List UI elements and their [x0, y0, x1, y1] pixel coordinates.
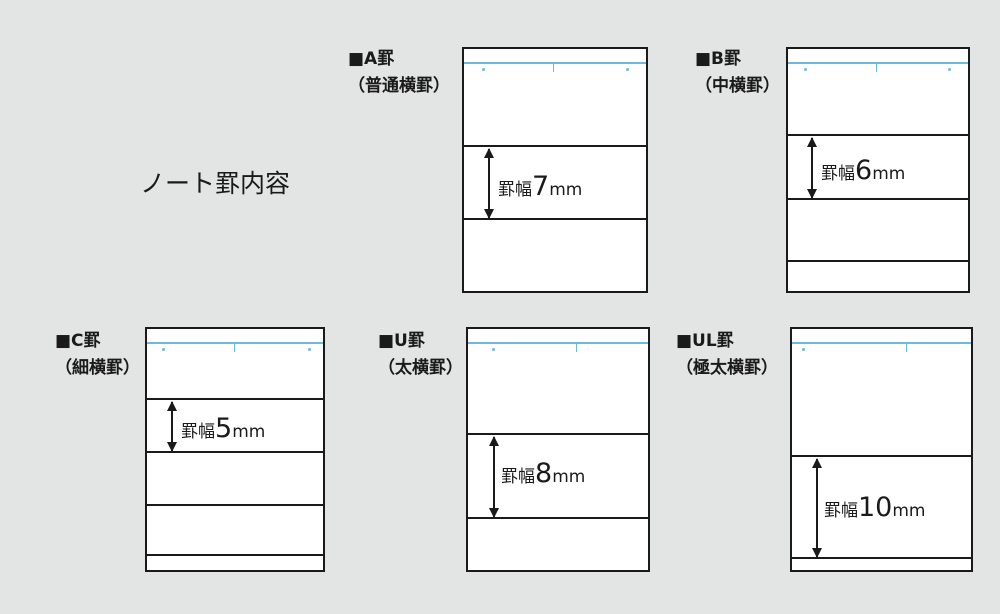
ruling-name: ■C罫 [55, 331, 101, 351]
double-arrow-icon [167, 401, 177, 452]
center-tick [876, 64, 877, 72]
ruled-line [147, 554, 323, 556]
rule-width-value: 7 [532, 171, 550, 202]
ruled-line [464, 145, 646, 147]
dot-mark [492, 348, 495, 351]
double-arrow-icon [489, 436, 499, 518]
rule-width-label: 罫幅10mm [824, 492, 925, 523]
ruling-type-label: ■A罫 （普通横罫） [348, 46, 450, 100]
ruled-line [147, 504, 323, 506]
ruling-type-label: ■UL罫 （極太横罫） [676, 328, 778, 382]
ruled-line [147, 398, 323, 400]
ruling-type-label: ■C罫 （細横罫） [55, 328, 140, 382]
rule-width-value: 8 [535, 458, 553, 489]
ruled-line [788, 198, 968, 200]
rule-width-caption: 罫幅 [824, 501, 858, 521]
header-line [468, 342, 648, 344]
diagram-title: ノート罫内容 [140, 169, 291, 198]
rule-width-label: 罫幅8mm [501, 458, 585, 489]
ruling-name: ■B罫 [695, 49, 742, 69]
ruling-name: ■UL罫 [676, 331, 734, 351]
rule-width-unit: mm [549, 180, 583, 200]
ruling-type-label: ■U罫 （太横罫） [378, 328, 463, 382]
ruled-line [147, 451, 323, 453]
center-tick [553, 64, 554, 72]
rule-width-unit: mm [552, 467, 586, 487]
ruling-description: （細横罫） [55, 358, 140, 378]
notebook-page-sample: 罫幅7mm [462, 47, 648, 293]
notebook-page-sample: 罫幅5mm [145, 327, 325, 572]
rule-width-unit: mm [872, 164, 906, 184]
rule-width-value: 10 [858, 492, 893, 523]
ruling-name: ■A罫 [348, 49, 395, 69]
rule-width-value: 6 [855, 155, 873, 186]
double-arrow-icon [812, 458, 822, 558]
center-tick [906, 344, 907, 352]
ruled-line [464, 218, 646, 220]
rule-width-caption: 罫幅 [821, 164, 855, 184]
rule-width-label: 罫幅7mm [498, 171, 582, 202]
dot-mark [804, 68, 807, 71]
rule-width-unit: mm [892, 501, 926, 521]
ruling-description: （太横罫） [378, 358, 463, 378]
ruled-line [468, 433, 648, 435]
header-line [147, 342, 323, 344]
dot-mark [482, 68, 485, 71]
dot-mark [802, 348, 805, 351]
rule-width-unit: mm [232, 422, 266, 442]
ruled-line [788, 260, 968, 262]
ruled-line [468, 517, 648, 519]
center-tick [576, 344, 577, 352]
ruling-description: （中横罫） [695, 76, 780, 96]
ruling-description: （普通横罫） [348, 76, 450, 96]
rule-width-caption: 罫幅 [181, 422, 215, 442]
double-arrow-icon [807, 137, 817, 199]
rule-width-label: 罫幅5mm [181, 413, 265, 444]
notebook-page-sample: 罫幅10mm [790, 327, 973, 572]
ruled-line [792, 455, 971, 457]
dot-mark [308, 348, 311, 351]
ruled-line [788, 134, 968, 136]
rule-width-value: 5 [215, 413, 233, 444]
notebook-page-sample: 罫幅6mm [786, 47, 970, 293]
header-line [464, 62, 646, 64]
ruled-line [792, 557, 971, 559]
ruling-description: （極太横罫） [676, 358, 778, 378]
header-line [788, 62, 968, 64]
dot-mark [626, 68, 629, 71]
header-line [792, 342, 971, 344]
ruling-name: ■U罫 [378, 331, 425, 351]
notebook-page-sample: 罫幅8mm [466, 327, 650, 572]
rule-width-label: 罫幅6mm [821, 155, 905, 186]
ruling-type-label: ■B罫 （中横罫） [695, 46, 780, 100]
rule-width-caption: 罫幅 [501, 467, 535, 487]
dot-mark [162, 348, 165, 351]
double-arrow-icon [484, 148, 494, 219]
center-tick [234, 344, 235, 352]
dot-mark [948, 68, 951, 71]
rule-width-caption: 罫幅 [498, 180, 532, 200]
